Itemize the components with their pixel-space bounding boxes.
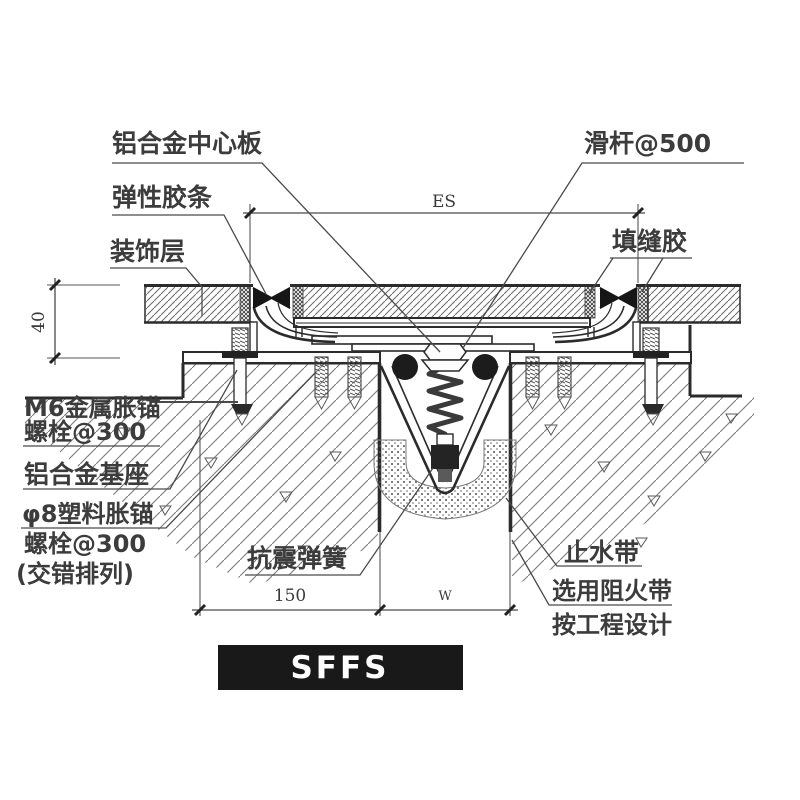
center-washer [420,359,470,372]
label-slide-rod: 滑杆@500 [584,129,711,158]
label-decorative-layer: 装饰层 [110,237,185,266]
center-hex-nut [423,343,467,361]
structural-concrete [25,325,754,586]
label-aluminum-base: 铝合金基座 [24,460,149,489]
leader-lines [21,162,744,606]
sealant-strip-right-inner [584,285,596,319]
dimension-40: 40 [29,278,120,365]
annotation-labels: 铝合金中心板 弹性胶条 装饰层 滑杆@500 填缝胶 M6金属胀锚 螺栓@300… [16,129,711,639]
title-text: SFFS [290,650,389,686]
spring-bolt-tip [438,469,452,482]
spring-nut [431,445,459,469]
sealant-strip-left-outer [239,285,251,323]
dim-150-label: 150 [274,586,306,606]
rubber-seal-left [252,287,291,309]
floor-slab-right [648,287,740,322]
label-waterstop: 止水带 [564,538,639,567]
label-fire-barrier-2: 按工程设计 [552,611,672,639]
sealant-strip-left-inner [292,285,304,319]
label-plastic-anchor-3: (交错排列) [16,560,134,588]
concrete-right [512,363,754,586]
m6-anchor-bolt-right [633,327,669,427]
spring-coil [426,363,464,437]
label-fire-barrier-1: 选用阻火带 [552,577,672,605]
dim-40-label: 40 [29,311,49,333]
m6-anchor-bolt-left [222,327,258,427]
label-m6-anchor-1: M6金属胀锚 [24,394,161,422]
frame-leg-right [632,321,641,354]
label-plastic-anchor-1: φ8塑料胀锚 [22,500,153,528]
floor-slab-left [146,287,239,322]
floor-band [144,284,741,324]
spring-bolt-shank [436,433,454,446]
label-seismic-spring: 抗震弹簧 [247,544,347,573]
aluminum-base-left [182,351,381,364]
aluminum-bases [182,321,692,364]
aggregate-marks [117,413,738,556]
side-profile-left [252,302,339,344]
label-elastic-strip: 弹性胶条 [112,183,213,212]
waterstop-band [373,439,517,520]
slide-plate-left [311,335,493,345]
dim-es-label: ES [432,192,456,212]
center-panel-topping [303,287,585,318]
title-box [218,645,463,690]
label-joint-sealant: 填缝胶 [612,227,687,256]
label-plastic-anchor-2: 螺栓@300 [24,530,146,558]
center-plate-assembly [252,302,638,344]
frame-leg-left [249,321,258,354]
seismic-spring-assembly [426,363,464,482]
label-center-plate: 铝合金中心板 [112,129,262,158]
aluminum-base-right [509,351,692,364]
dimension-es: ES [243,192,645,283]
dim-w-label: W [438,589,452,604]
rubber-pad-right [472,354,498,380]
plastic-anchors [314,356,572,411]
concrete-left [25,363,378,585]
label-m6-anchor-2: 螺栓@300 [24,418,146,446]
slide-mechanism [311,335,535,380]
side-profile-right [551,302,638,344]
title-block: SFFS [218,645,463,690]
rubber-pad-left [392,354,418,380]
rubber-seal-right [599,287,638,309]
